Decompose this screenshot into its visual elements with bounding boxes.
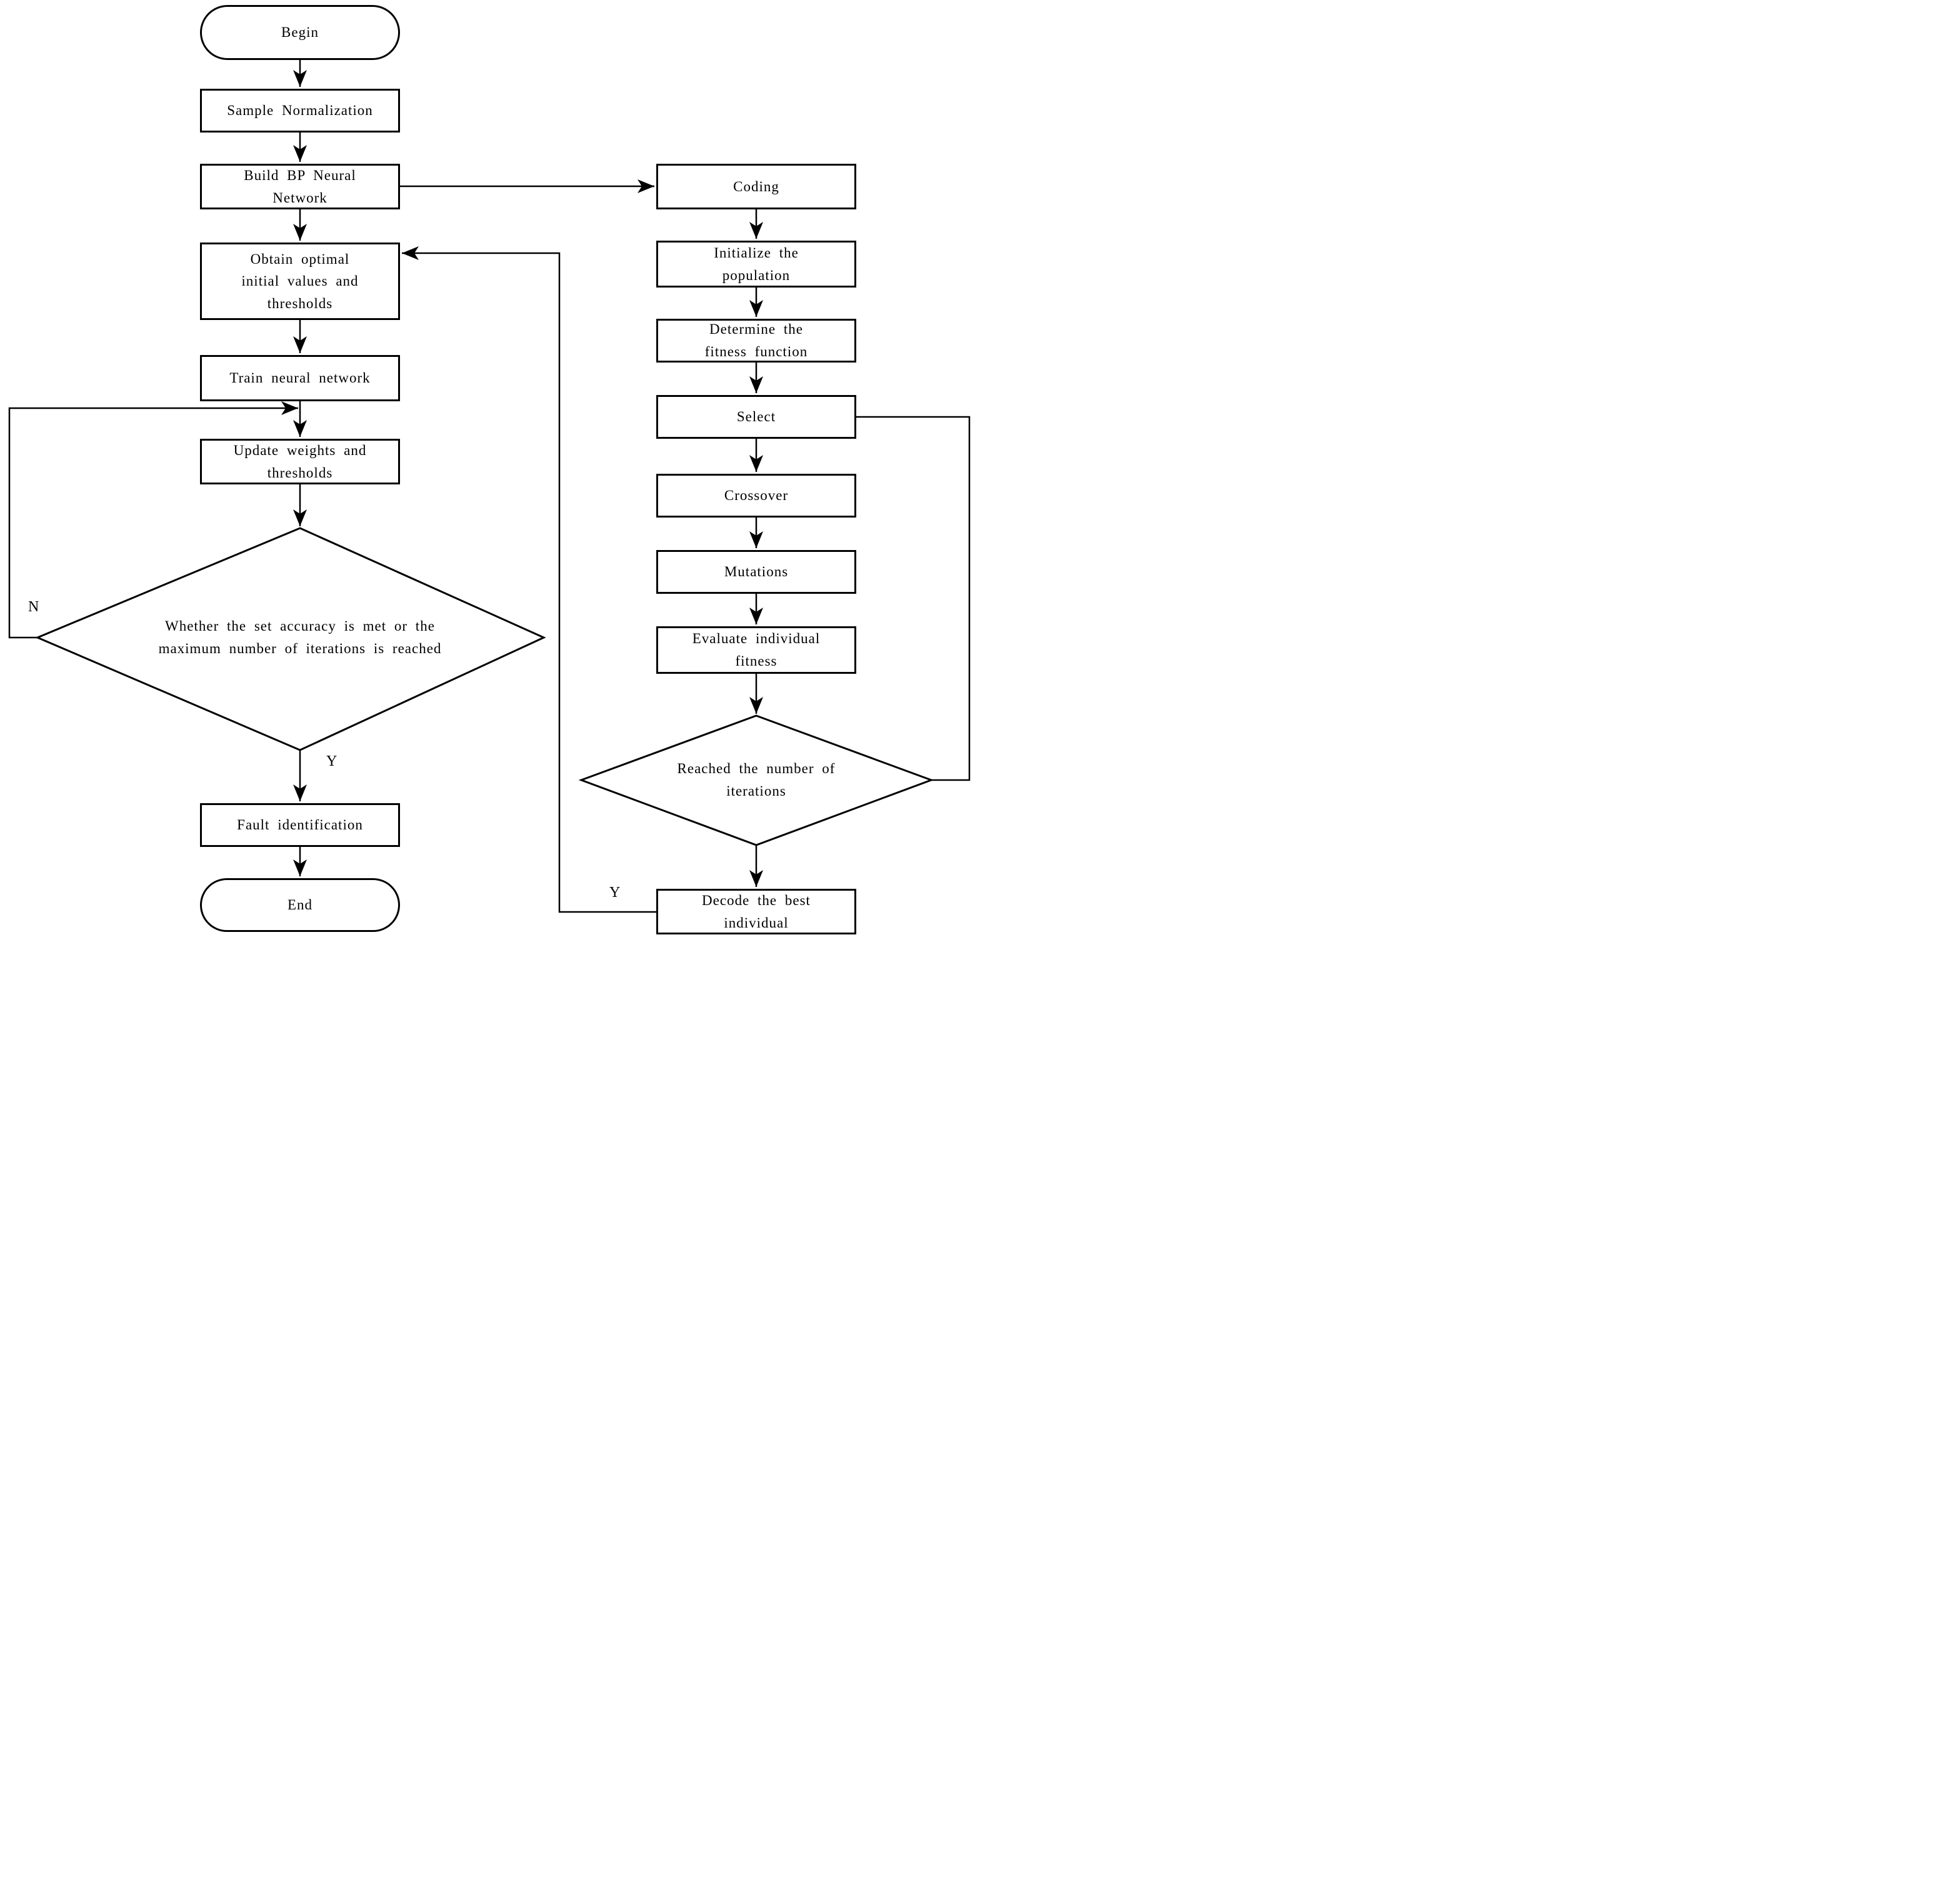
node-update-weights-label: Update weights and thresholds bbox=[233, 442, 367, 481]
node-obtain-optimal: Obtain optimal initial values and thresh… bbox=[200, 243, 400, 320]
node-decode-best: Decode the best individual bbox=[656, 889, 856, 934]
branch-label-no: N bbox=[28, 599, 40, 615]
node-crossover: Crossover bbox=[656, 474, 856, 518]
node-select: Select bbox=[656, 395, 856, 439]
node-evaluate-fitness-label: Evaluate individual fitness bbox=[692, 631, 821, 669]
node-iterations-decision: Reached the number of iterations bbox=[600, 738, 912, 823]
node-build-bp-network-label: Build BP Neural Network bbox=[244, 167, 356, 206]
node-determine-fitness-function-label: Determine the fitness function bbox=[704, 321, 808, 359]
node-iterations-decision-label: Reached the number of iterations bbox=[677, 761, 836, 799]
node-build-bp-network: Build BP Neural Network bbox=[200, 164, 400, 209]
node-determine-fitness-function: Determine the fitness function bbox=[656, 319, 856, 363]
branch-label-yes-left: Y bbox=[326, 753, 338, 769]
node-end-label: End bbox=[287, 897, 313, 913]
node-mutations-label: Mutations bbox=[724, 564, 789, 580]
node-decode-best-label: Decode the best individual bbox=[702, 892, 811, 931]
node-accuracy-decision: Whether the set accuracy is met or the m… bbox=[75, 594, 525, 681]
branch-label-yes-right: Y bbox=[609, 884, 621, 901]
edge-decode-to-obtain bbox=[402, 246, 656, 913]
node-obtain-optimal-label: Obtain optimal initial values and thresh… bbox=[241, 251, 359, 311]
node-sample-normalization-label: Sample Normalization bbox=[227, 103, 373, 119]
node-end: End bbox=[200, 878, 400, 932]
node-train-network: Train neural network bbox=[200, 355, 400, 401]
edge-no-loopback bbox=[8, 401, 298, 639]
node-coding-label: Coding bbox=[733, 178, 779, 194]
node-update-weights: Update weights and thresholds bbox=[200, 439, 400, 484]
edge-iterations-loopback-to-select bbox=[856, 416, 971, 781]
flowchart-canvas: Begin Sample Normalization Build BP Neur… bbox=[0, 0, 980, 946]
node-begin: Begin bbox=[200, 5, 400, 60]
connector-layer bbox=[8, 60, 971, 913]
node-evaluate-fitness: Evaluate individual fitness bbox=[656, 626, 856, 674]
node-sample-normalization: Sample Normalization bbox=[200, 89, 400, 133]
node-initialize-population: Initialize the population bbox=[656, 241, 856, 288]
node-train-network-label: Train neural network bbox=[229, 370, 371, 386]
node-begin-label: Begin bbox=[281, 24, 319, 41]
node-coding: Coding bbox=[656, 164, 856, 209]
node-accuracy-decision-label: Whether the set accuracy is met or the m… bbox=[158, 618, 442, 656]
node-mutations: Mutations bbox=[656, 550, 856, 594]
node-select-label: Select bbox=[736, 409, 776, 425]
node-fault-identification-label: Fault identification bbox=[237, 817, 363, 833]
node-crossover-label: Crossover bbox=[724, 488, 789, 504]
node-initialize-population-label: Initialize the population bbox=[714, 244, 799, 283]
node-fault-identification: Fault identification bbox=[200, 803, 400, 847]
